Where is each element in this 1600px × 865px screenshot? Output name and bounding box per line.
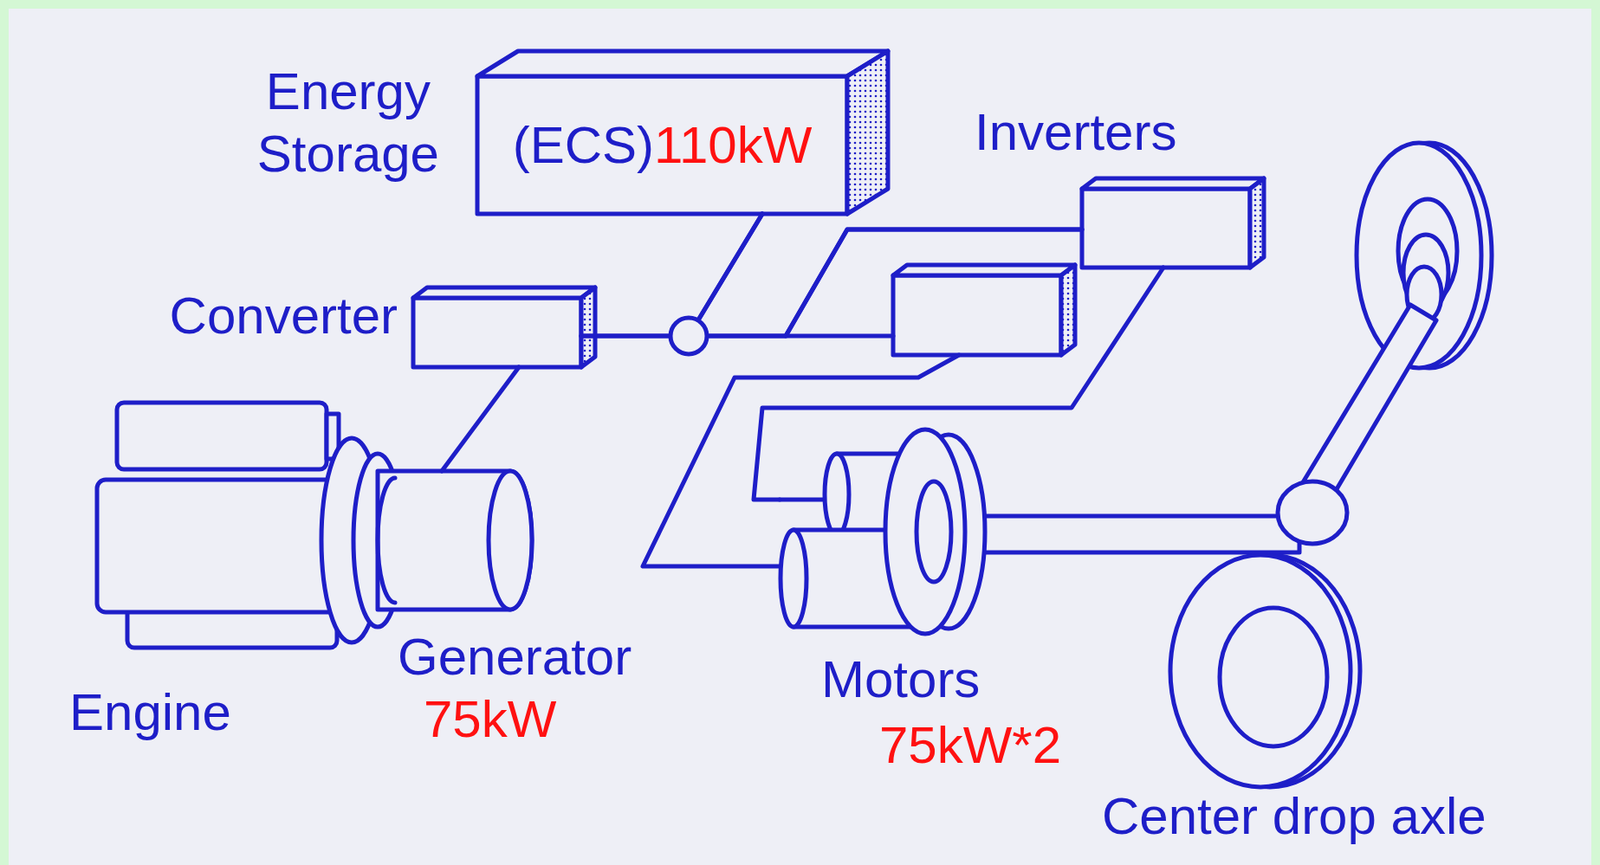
engine-head — [116, 402, 327, 470]
motor-end — [824, 453, 849, 536]
inverter-drawing — [893, 265, 1076, 356]
rating-value: 110kW — [654, 115, 812, 175]
junction-circle — [670, 317, 707, 355]
rating-value: 75kW*2 — [879, 715, 1062, 776]
box-front — [893, 275, 1062, 356]
wheel — [1170, 555, 1351, 788]
wire — [581, 229, 1082, 337]
part-name: Motors — [821, 649, 980, 710]
converter-drawing — [413, 287, 596, 368]
motor-end — [780, 530, 807, 628]
box-heading: Converter — [169, 285, 398, 346]
differential — [1277, 481, 1348, 545]
box-heading: Energy Storage — [257, 60, 440, 186]
wire — [785, 334, 894, 339]
motor-flange-ring — [916, 481, 952, 583]
generator-part: Generator75kW — [367, 471, 532, 612]
box-top — [413, 287, 596, 298]
generator-edge — [377, 478, 396, 603]
axle-drawing — [961, 142, 1492, 788]
wire — [441, 367, 519, 472]
motor-part: Motors75kW*2 — [779, 428, 1023, 633]
box-heading: Inverters — [974, 102, 1177, 162]
generator-body — [377, 471, 532, 610]
box-side — [1250, 178, 1264, 268]
box-front — [413, 297, 582, 368]
wire — [581, 213, 763, 337]
hub — [1219, 608, 1328, 747]
wire — [688, 213, 1082, 337]
inverter-drawing — [1081, 178, 1264, 268]
part-name: Generator — [397, 627, 632, 687]
storage-box-drawing — [477, 51, 888, 214]
engine-drawing — [97, 402, 402, 648]
generator-drawing — [377, 471, 532, 610]
wire — [753, 267, 1164, 500]
box-top — [1081, 178, 1264, 189]
generator-end — [488, 471, 532, 610]
part-name: Center drop axle — [1101, 786, 1487, 847]
inverter-box: Inverters — [1081, 188, 1251, 268]
box-front — [1081, 188, 1251, 268]
part-name: Engine — [69, 682, 232, 743]
motor-drawing — [780, 429, 985, 635]
converter-box: Converter — [413, 297, 582, 368]
box-top — [893, 265, 1076, 276]
motor-flange — [885, 429, 966, 635]
drive-shaft — [961, 516, 1300, 553]
box-label: (ECS) — [512, 115, 655, 175]
box-side — [581, 287, 596, 368]
box-side — [1061, 265, 1076, 356]
wire — [779, 498, 827, 503]
storage-box: Energy Storage(ECS)110kW — [477, 76, 848, 214]
rating-value: 75kW — [423, 689, 557, 750]
engine-block — [97, 479, 347, 613]
box-top — [477, 51, 888, 77]
box-side — [847, 51, 888, 214]
box-front — [477, 76, 848, 214]
